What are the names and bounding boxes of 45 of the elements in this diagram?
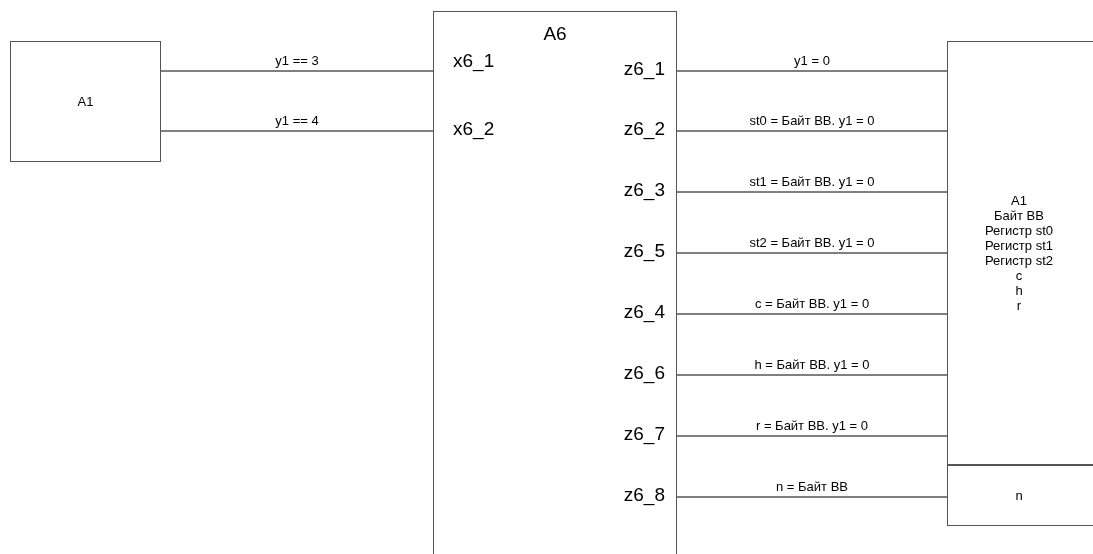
port-label: z6_6: [623, 362, 665, 384]
edge-label: y1 = 0: [793, 53, 831, 68]
edge-label: st1 = Байт BB. y1 = 0: [748, 174, 876, 189]
edge-label: n = Байт BB: [775, 479, 849, 494]
box-text: n: [1015, 488, 1023, 503]
connector-line: [676, 191, 948, 193]
port-label: x6_1: [453, 50, 495, 72]
process-box: [433, 11, 677, 554]
box-text: Регистр st1: [985, 238, 1053, 253]
process-box: [947, 41, 1093, 465]
edge-label: y1 == 4: [274, 113, 320, 128]
port-label: z6_5: [623, 240, 665, 262]
box-text: A6: [543, 22, 567, 46]
edge-label: st0 = Байт BB. y1 = 0: [748, 113, 876, 128]
connector-line: [676, 435, 948, 437]
connector-line: [676, 496, 948, 498]
edge-label: r = Байт BB. y1 = 0: [754, 418, 870, 433]
edge-label: h = Байт BB. y1 = 0: [753, 357, 871, 372]
edge-label: c = Байт BB. y1 = 0: [753, 296, 871, 311]
connector-line: [160, 130, 434, 132]
port-label: z6_4: [623, 301, 665, 323]
edge-label: y1 == 3: [274, 53, 320, 68]
connector-line: [676, 130, 948, 132]
port-label: z6_3: [623, 179, 665, 201]
process-box: [947, 465, 1093, 526]
box-text: r: [1016, 298, 1022, 313]
connector-line: [676, 313, 948, 315]
connector-line: [676, 70, 948, 72]
box-text: c: [1015, 268, 1023, 283]
box-text: Регистр st0: [985, 223, 1053, 238]
box-text: A1: [1011, 193, 1027, 208]
box-text: Байт BB: [994, 208, 1044, 223]
box-text: h: [1015, 283, 1023, 298]
port-label: z6_1: [623, 58, 665, 80]
box-text: A1: [77, 92, 94, 111]
port-label: z6_7: [623, 423, 665, 445]
box-text: Регистр st2: [985, 253, 1053, 268]
connector-line: [676, 374, 948, 376]
edge-label: st2 = Байт BB. y1 = 0: [748, 235, 876, 250]
connector-line: [160, 70, 434, 72]
port-label: x6_2: [453, 118, 495, 140]
process-box: [10, 41, 161, 162]
port-label: z6_2: [623, 118, 665, 140]
connector-line: [676, 252, 948, 254]
port-label: z6_8: [623, 484, 665, 506]
